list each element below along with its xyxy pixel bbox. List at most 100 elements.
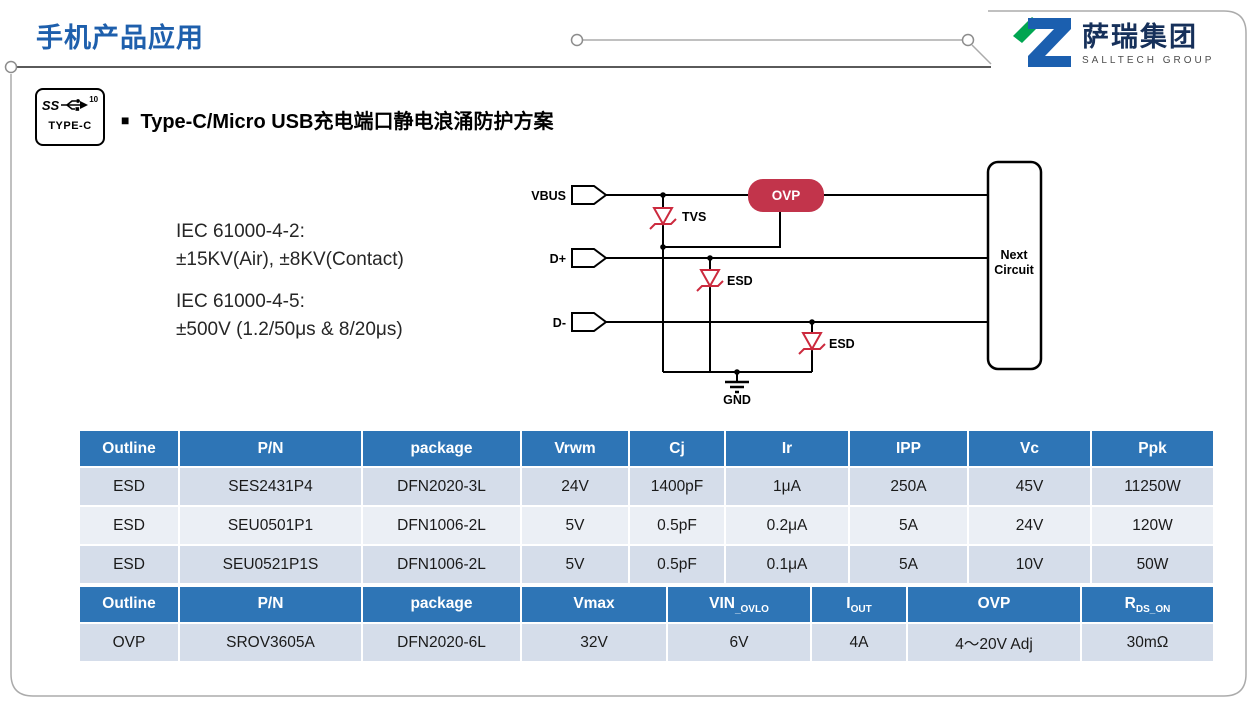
header-text: I (846, 594, 851, 612)
table-cell: DFN1006-2L (361, 505, 522, 546)
table-header-cell: Vc (967, 429, 1092, 468)
junction-dots (660, 192, 815, 375)
table-header-cell: RDS_ON (1080, 585, 1215, 624)
table-header-cell: Outline (78, 585, 180, 624)
table-cell: ESD (78, 544, 180, 585)
company-logo-icon (1013, 17, 1071, 67)
table-header-cell: Ppk (1090, 429, 1215, 468)
table-header-cell: P/N (178, 429, 363, 468)
usb-trident-icon (61, 99, 89, 111)
header-text: P/N (257, 594, 284, 612)
logo-company-name-en: SALLTECH GROUP (1082, 55, 1215, 66)
next-circuit-label-line2: Circuit (994, 263, 1034, 277)
table-cell: 250A (848, 466, 969, 507)
table-cell: 0.1μA (724, 544, 850, 585)
signal-connectors (571, 185, 608, 332)
ovp-block (748, 179, 824, 212)
table-header-cell: OVP (906, 585, 1082, 624)
next-circuit-block (986, 160, 1043, 371)
usb-ss-label: SS (41, 98, 60, 113)
table-cell: 0.5pF (628, 505, 726, 546)
table-cell: 50W (1090, 544, 1215, 585)
table-cell: 5V (520, 505, 630, 546)
esd-diode-dplus-icon (696, 269, 724, 292)
header-subscript: _OVLO (734, 603, 769, 615)
header-text: package (410, 594, 473, 612)
table-cell: 1μA (724, 466, 850, 507)
esd-dminus-label: ESD (829, 337, 855, 351)
table-cell: SES2431P4 (178, 466, 363, 507)
gnd-label: GND (723, 393, 751, 407)
dplus-label: D+ (550, 252, 566, 266)
table-cell: DFN1006-2L (361, 544, 522, 585)
ovp-spec-table: Outline P/N package Vmax VIN_OVLO IOUT O… (78, 585, 1215, 663)
company-logo: 萨瑞集团 SALLTECH GROUP (1012, 14, 1214, 72)
table-cell: DFN2020-3L (361, 466, 522, 507)
next-circuit-label-line1: Next (1000, 248, 1028, 262)
header-text: VIN (709, 594, 735, 612)
iec-standard-1: IEC 61000-4-2: (176, 221, 305, 242)
table-cell: 24V (520, 466, 630, 507)
header-text: R (1124, 594, 1136, 612)
table-cell: 5A (848, 505, 969, 546)
table-header-cell: package (361, 429, 522, 468)
ground-symbol-icon (725, 380, 749, 394)
table-cell: 32V (520, 622, 668, 663)
page-title: 手机产品应用 (36, 23, 204, 53)
logo-blue-shape (1028, 18, 1071, 67)
vbus-connector-icon (571, 185, 608, 205)
section-heading: ■ Type-C/Micro USB充电端口静电浪涌防护方案 (121, 105, 553, 134)
table-cell: 45V (967, 466, 1092, 507)
header-text: Outline (102, 594, 156, 612)
iec-standard-2-value: ±500V (1.2/50μs & 8/20μs) (176, 319, 403, 340)
vbus-label: VBUS (531, 189, 566, 203)
table-cell: 0.5pF (628, 544, 726, 585)
iec-standards-text: IEC 61000-4-2: ±15KV(Air), ±8KV(Contact)… (176, 218, 404, 344)
table-cell: 5V (520, 544, 630, 585)
line-end-circle (570, 33, 584, 47)
table-row: ESD SES2431P4 DFN2020-3L 24V 1400pF 1μA … (78, 466, 1215, 507)
table-cell: 5A (848, 544, 969, 585)
section-bullet: ■ (121, 111, 130, 128)
dminus-connector-icon (571, 312, 608, 332)
table-cell: OVP (78, 622, 180, 663)
table-header-cell: P/N (178, 585, 363, 624)
table-cell: 24V (967, 505, 1092, 546)
table-cell: 10V (967, 544, 1092, 585)
protection-circuit-diagram: OVP Next Circuit VBUS D+ D- TVS ESD ESD … (531, 160, 1043, 407)
table-header-cell: Outline (78, 429, 180, 468)
header-text: Vmax (573, 594, 615, 612)
table-cell: ESD (78, 466, 180, 507)
tvs-diode-icon (649, 207, 677, 230)
header-text: OVP (977, 594, 1011, 612)
table-row: ESD SEU0501P1 DFN1006-2L 5V 0.5pF 0.2μA … (78, 505, 1215, 546)
header-line-diagonal (971, 44, 992, 65)
table-cell: 4～20V Adj (906, 622, 1082, 663)
table-cell: DFN2020-6L (361, 622, 522, 663)
tvs-label: TVS (682, 210, 706, 224)
table-header-cell: package (361, 585, 522, 624)
table-cell: ESD (78, 505, 180, 546)
table-cell: 4A (810, 622, 908, 663)
header-subscript: DS_ON (1135, 603, 1171, 615)
table-header-cell: IPP (848, 429, 969, 468)
table-cell: 1400pF (628, 466, 726, 507)
table-cell: SEU0501P1 (178, 505, 363, 546)
table-row: OVP SROV3605A DFN2020-6L 32V 6V 4A 4～20V… (78, 622, 1215, 663)
table-cell: 0.2μA (724, 505, 850, 546)
esd-diode-dminus-icon (798, 332, 826, 355)
usb-typec-label: TYPE-C (48, 120, 92, 132)
line-end-circle (961, 33, 975, 47)
table-cell: SEU0521P1S (178, 544, 363, 585)
section-title: Type-C/Micro USB充电端口静电浪涌防护方案 (140, 111, 554, 133)
usb-typec-icon: SS 10 TYPE-C (35, 88, 105, 146)
ovp-table-header-row: Outline P/N package Vmax VIN_OVLO IOUT O… (78, 585, 1215, 624)
dminus-label: D- (553, 316, 566, 330)
table-header-cell: Vrwm (520, 429, 630, 468)
iec-standard-2: IEC 61000-4-5: (176, 291, 305, 312)
header-subscript: OUT (850, 603, 872, 615)
rounded-frame (10, 10, 1247, 697)
table-cell: 120W (1090, 505, 1215, 546)
